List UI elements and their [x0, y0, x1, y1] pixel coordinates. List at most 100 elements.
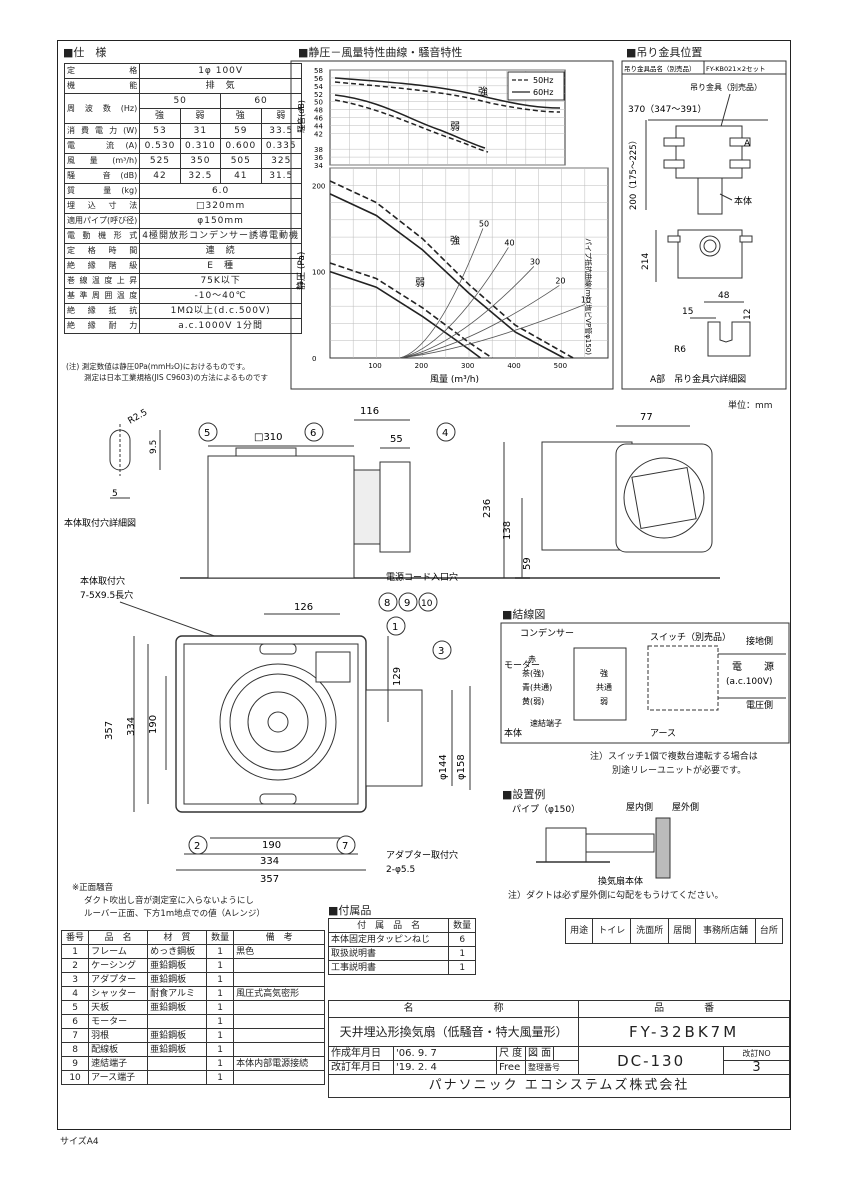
parts-cell: めっき鋼板	[147, 944, 208, 959]
noise-weak-label: 弱	[450, 121, 460, 133]
dim-190-v: 190	[148, 715, 159, 734]
spec-label: 適用パイプ(呼び径)	[63, 213, 141, 229]
spec-label: 定 格	[63, 63, 141, 79]
elevation-drawings: R2.5 9.5 5 本体取付穴詳細図 □310 116 55 5 6 4 77…	[64, 406, 720, 885]
paper-size: サイズA4	[60, 1137, 99, 1147]
parts-cell: 風圧式高気密形	[233, 986, 325, 1001]
cord-hole-label: 電源コード入口穴	[386, 571, 458, 583]
y-tick-label: 100	[312, 269, 325, 277]
noise-tick-label: 56	[314, 75, 323, 83]
spec-row: 適用パイプ(呼び径)φ150mm	[63, 213, 302, 229]
noise-weak-60	[334, 94, 486, 149]
chart-title: ■静圧－風量特性曲線・騒音特性	[298, 46, 463, 59]
hanger-title: ■吊り金具位置	[626, 46, 703, 59]
spec-title: ■仕 様	[63, 46, 107, 59]
parts-header-cell: 材 質	[147, 930, 208, 945]
spec-row: 強弱強弱	[65, 108, 302, 124]
spec-value: E 種	[139, 258, 302, 274]
pipe-value-label: 30	[530, 257, 540, 266]
spec-value: 0.310	[179, 138, 222, 154]
spec-value: 505	[220, 153, 262, 169]
tb-scale: Free	[496, 1060, 526, 1075]
parts-header-cell: 備 考	[233, 930, 325, 945]
callout-6: 6	[304, 422, 324, 442]
svg-text:10: 10	[421, 599, 433, 609]
svg-text:1: 1	[392, 622, 398, 633]
spec-value: 32.5	[179, 168, 222, 184]
svg-text:6: 6	[310, 428, 316, 439]
noise-tick-label: 44	[314, 122, 323, 130]
legend-60hz: 60Hz	[533, 88, 553, 97]
pipe-value-label: 20	[555, 276, 565, 285]
dim-129: 129	[392, 667, 403, 686]
dim-126: 126	[294, 602, 313, 613]
spec-row: 質 量(kg)6.0	[63, 183, 302, 199]
acc-name: 本体固定用タッピンねじ	[327, 932, 450, 947]
parts-cell: 7	[60, 1028, 90, 1043]
tb-rev-label: 改訂NO	[723, 1046, 790, 1061]
noise-tick-label: 34	[314, 162, 323, 170]
pipe-value-label: 40	[504, 238, 514, 247]
parts-header-cell: 数量	[206, 930, 235, 945]
noise-tick-label: 38	[314, 146, 323, 154]
spec-row: 埋 込 寸 法□320mm	[63, 198, 302, 214]
parts-header: 番号品 名材 質数量備 考	[60, 930, 325, 945]
hanger-dim-12: 12	[743, 309, 753, 320]
tb-company: パナソニック エコシステムズ株式会社	[328, 1074, 790, 1098]
usage-cell: 居間	[668, 918, 697, 944]
dim-357-v: 357	[104, 721, 115, 740]
wiring-body: 本体	[504, 727, 522, 739]
spec-value: 排 気	[139, 78, 302, 94]
noise-weak-50	[334, 99, 489, 153]
spec-speed: 強	[139, 108, 181, 124]
mount-hole-label-1: 本体取付穴	[80, 575, 125, 587]
x-tick-label: 100	[368, 362, 381, 370]
pipe-curve-label: パイプ抵抗曲線(m) (塩ビVP管φ150)	[584, 238, 593, 355]
spec-50hz: 50	[139, 93, 222, 109]
parts-cell	[233, 1000, 325, 1015]
parts-cell: 羽根	[88, 1028, 149, 1043]
wiring-common: 共通	[596, 682, 612, 692]
wiring-weak: 弱	[600, 697, 608, 706]
hanger-drawing: 吊り金具品名（別売品） FY-KB021×2セット 吊り金具（別売品） 370（…	[621, 60, 787, 390]
callout-10: 10	[418, 592, 438, 612]
usage-table: 用途トイレ洗面所居間事務所店舗台所	[564, 918, 784, 944]
y-tick-label: 200	[312, 182, 325, 190]
y-tick-label: 0	[312, 355, 316, 363]
install-drawing: パイプ（φ150） 屋内側 屋外側 換気扇本体	[512, 801, 699, 887]
pipe-curve	[399, 266, 535, 359]
parts-cell: 亜鉛鋼板	[147, 1028, 208, 1043]
svg-text:5: 5	[204, 428, 210, 439]
dim-59: 59	[522, 557, 533, 570]
unit-label: 単位：mm	[728, 401, 773, 411]
pressure-curve-60Hz-weak	[329, 270, 482, 359]
noise-note-2: ダクト吹出し音が測定室に入らないようにし	[84, 896, 254, 906]
parts-cell: 1	[60, 944, 90, 959]
svg-text:2: 2	[194, 841, 200, 852]
parts-cell: 亜鉛鋼板	[147, 1042, 208, 1057]
parts-cell: フレーム	[88, 944, 149, 959]
dim-310: □310	[254, 432, 283, 443]
acc-qty: 1	[448, 960, 476, 975]
adapter-hole-label-2: 2-φ5.5	[386, 865, 415, 875]
tb-revised-label: 改訂年月日	[328, 1060, 394, 1075]
wiring-brown: 茶(強)	[522, 668, 544, 678]
adapter-hole-label-1: アダプター取付穴	[386, 849, 458, 861]
drawing-frame	[57, 40, 791, 1130]
parts-cell	[233, 1042, 325, 1057]
x-tick-label: 200	[415, 362, 428, 370]
dim-357-h: 357	[260, 874, 279, 885]
wiring-voltage: 電圧側	[746, 699, 773, 711]
callout-8: 8	[378, 592, 398, 612]
parts-cell	[147, 1070, 208, 1085]
parts-cell: 黒色	[233, 944, 325, 959]
